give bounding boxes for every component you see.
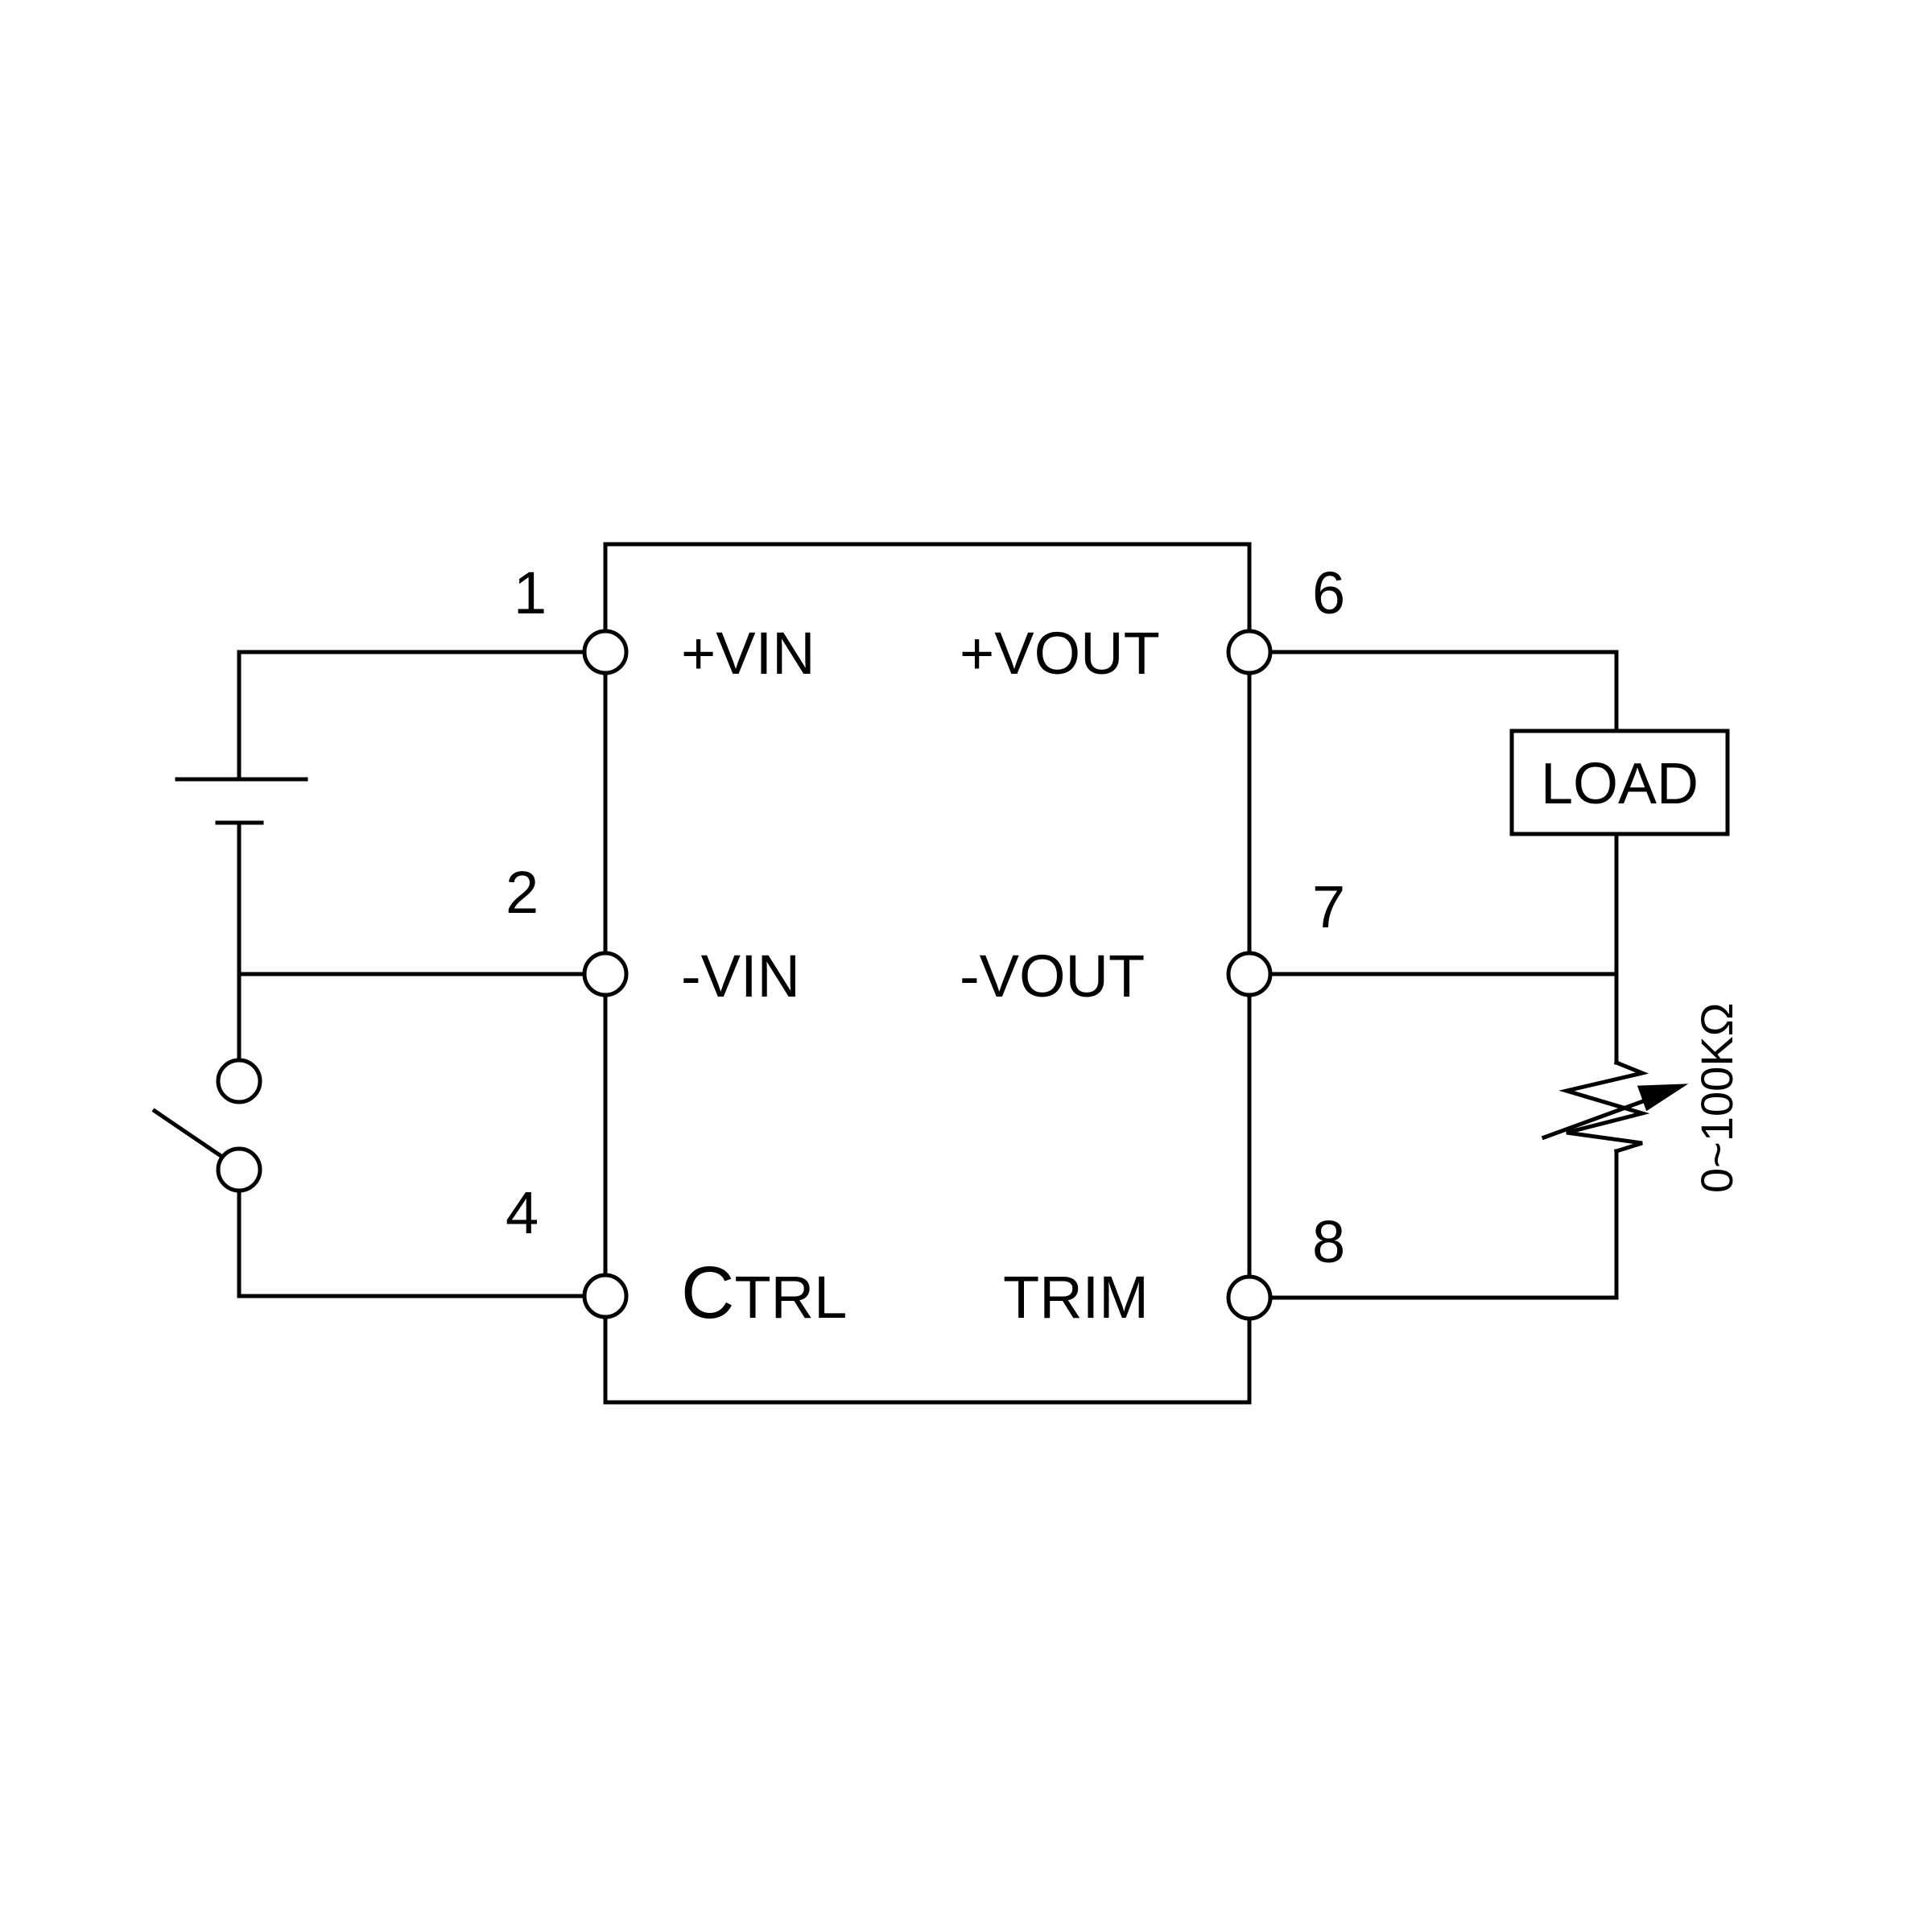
pin-7-label: -VOUT: [960, 943, 1145, 1009]
input-wiring: [237, 650, 608, 1298]
pin-6-terminal: [1226, 629, 1273, 675]
pin-8-terminal: [1226, 1274, 1273, 1321]
variable-resistor-symbol: 0~100KΩ: [1541, 1003, 1742, 1194]
battery-symbol: [175, 777, 308, 825]
arrow-head-icon: [1637, 1084, 1689, 1112]
pin-6-number: 6: [1312, 559, 1345, 626]
pin-4-terminal: [582, 1273, 629, 1319]
switch-symbol: [151, 1058, 262, 1193]
pin-4-label-initial: C: [681, 1252, 734, 1334]
pin-6-label: +VOUT: [960, 620, 1160, 687]
pin-2-number: 2: [506, 859, 539, 926]
load-label: LOAD: [1541, 752, 1699, 816]
pin-8-number: 8: [1312, 1208, 1345, 1275]
pin-2-terminal: [582, 951, 629, 997]
resistor-value-label: 0~100KΩ: [1691, 1003, 1742, 1194]
pin-1-terminal: [582, 629, 629, 675]
pin-4-number: 4: [506, 1179, 539, 1246]
pin-7-terminal: [1226, 951, 1273, 997]
pin-labels: +VIN -VIN CTRL +VOUT -VOUT TRIM: [681, 620, 1160, 1334]
pin-1-number: 1: [514, 559, 547, 626]
load-box: LOAD: [1509, 729, 1730, 836]
pin-2-label: -VIN: [681, 943, 800, 1009]
pin-4-label-rest: TRL: [734, 1264, 847, 1331]
pin-terminals: [582, 629, 1273, 1321]
pin-7-number: 7: [1312, 873, 1345, 940]
pin-numbers: 1 2 4 6 7 8: [506, 559, 1345, 1275]
pin-8-label: TRIM: [1003, 1264, 1149, 1331]
pin-1-label: +VIN: [681, 620, 815, 687]
pin-4-label: CTRL: [681, 1252, 847, 1334]
output-wiring: [1247, 650, 1619, 1300]
